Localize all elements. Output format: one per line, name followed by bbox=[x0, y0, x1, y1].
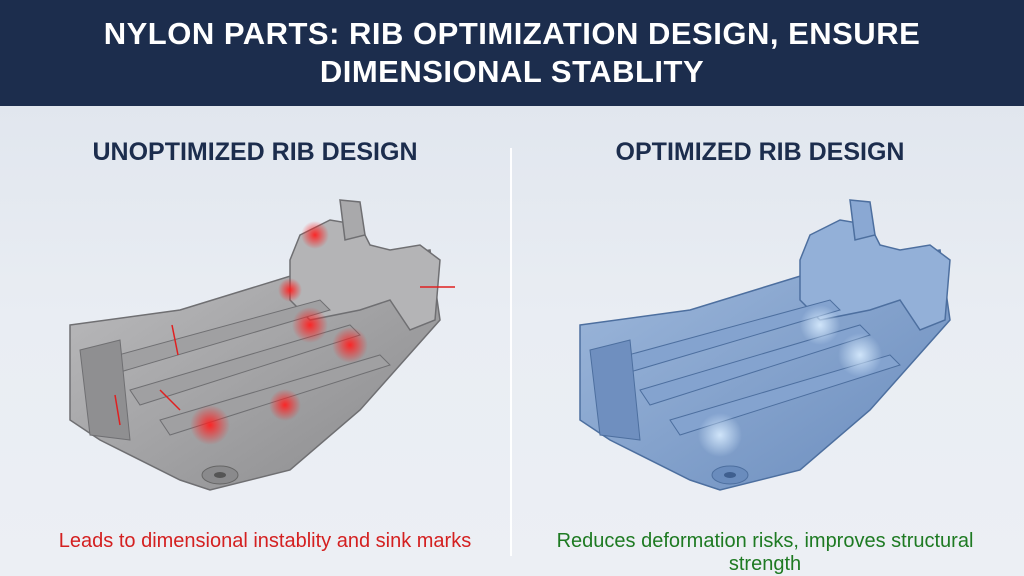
unoptimized-part-illustration bbox=[69, 199, 455, 491]
unoptimized-caption: Leads to dimensional instablity and sink… bbox=[58, 530, 472, 552]
panel-divider bbox=[510, 148, 512, 556]
title-line-2: DIMENSIONAL STABLITY bbox=[319, 54, 705, 89]
optimized-part-illustration bbox=[579, 199, 951, 491]
optimized-caption: Reduces deformation risks, improves stru… bbox=[556, 530, 974, 575]
optimized-title: OPTIMIZED RIB DESIGN bbox=[615, 138, 905, 166]
title-line-1: NYLON PARTS: RIB OPTIMIZATION DESIGN, EN… bbox=[103, 16, 921, 51]
unoptimized-title: UNOPTIMIZED RIB DESIGN bbox=[92, 138, 418, 166]
title-banner: NYLON PARTS: RIB OPTIMIZATION DESIGN, EN… bbox=[0, 0, 1024, 106]
